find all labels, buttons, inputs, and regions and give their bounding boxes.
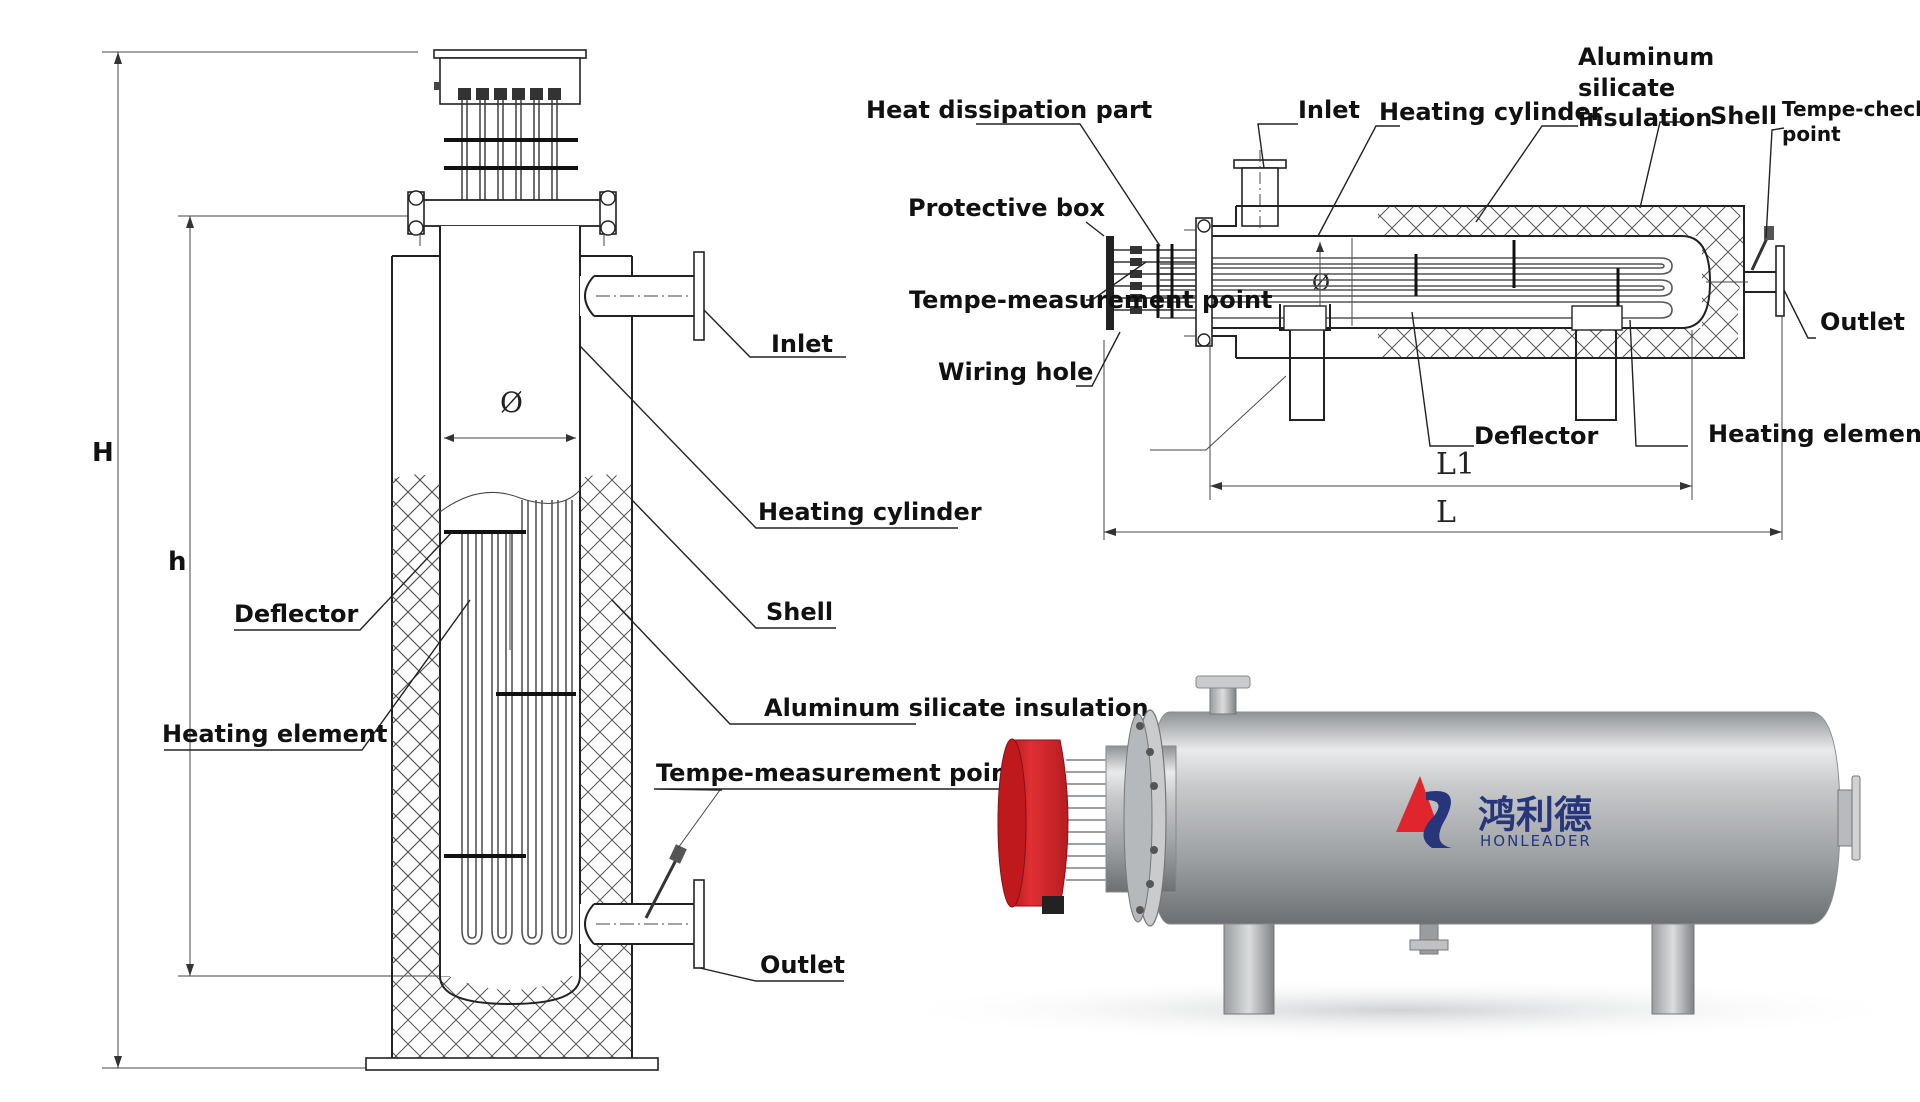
- h-label-temp-check-2: point: [1782, 122, 1841, 146]
- h-label-heating-element: Heating element: [1708, 420, 1920, 448]
- h-label-temp-point: Tempe-measurement point: [909, 286, 1273, 314]
- top-flange: [407, 190, 617, 246]
- v-label-inlet: Inlet: [771, 330, 833, 358]
- dim-H-label: H: [92, 438, 114, 468]
- v-label-shell: Shell: [766, 598, 833, 626]
- terminal-box: [433, 49, 587, 200]
- dim-h-label: h: [168, 547, 187, 577]
- vertical-heater-drawing: H h: [92, 49, 1149, 1071]
- product-leg-left: [1223, 909, 1275, 1015]
- logo-english-text: HONLEADER: [1480, 832, 1592, 850]
- logo-chinese-text: 鸿利德: [1478, 793, 1592, 837]
- v-label-insulation: Aluminum silicate insulation: [764, 694, 1149, 722]
- h-label-insulation-1: Aluminum: [1578, 43, 1714, 71]
- h-label-outlet: Outlet: [1820, 308, 1905, 336]
- dim-L-label: L: [1436, 495, 1456, 530]
- vertical-outlet-pipe: [580, 789, 721, 969]
- horizontal-dimensions: L1 L: [1103, 316, 1783, 540]
- h-label-inlet: Inlet: [1298, 96, 1360, 124]
- v-label-deflector: Deflector: [234, 600, 358, 628]
- horizontal-outlet-nozzle: [1744, 226, 1785, 317]
- v-label-heating-cylinder: Heating cylinder: [758, 498, 982, 526]
- horizontal-protective-box: [1106, 236, 1196, 330]
- horizontal-leader-lines: [976, 121, 1816, 447]
- horizontal-heater-drawing: Ø: [866, 43, 1920, 540]
- vertical-leader-lines: [164, 309, 1000, 982]
- dimension-H: H: [92, 51, 418, 1069]
- horizontal-inlet-nozzle: [1233, 150, 1287, 230]
- h-label-wiring-hole: Wiring hole: [938, 358, 1093, 386]
- horizontal-flange: [1184, 217, 1213, 347]
- dim-L1-label: L1: [1436, 447, 1475, 482]
- h-label-insulation-2: silicate: [1578, 74, 1675, 102]
- vertical-deflectors: [444, 530, 576, 858]
- h-label-insulation-3: insulation: [1578, 104, 1712, 132]
- h-label-temp-check-1: Tempe-check: [1782, 97, 1920, 121]
- product-red-cap: [997, 738, 1069, 914]
- v-label-temp-point: Tempe-measurement point: [656, 759, 1020, 787]
- product-leg-right: [1651, 909, 1695, 1015]
- honleader-logo: 鸿利德 HONLEADER: [1396, 776, 1592, 850]
- horizontal-saddles: [1279, 304, 1623, 421]
- v-label-heating-element: Heating element: [162, 720, 388, 748]
- h-label-deflector: Deflector: [1474, 422, 1598, 450]
- vertical-diameter-symbol: Ø: [500, 386, 523, 419]
- h-label-heating-cylinder: Heating cylinder: [1379, 98, 1603, 126]
- h-label-shell: Shell: [1710, 102, 1777, 130]
- h-label-protective-box: Protective box: [908, 194, 1106, 222]
- h-label-heat-dissipation: Heat dissipation part: [866, 96, 1152, 124]
- product-photo: 鸿利德 HONLEADER: [880, 675, 1920, 1042]
- v-label-outlet: Outlet: [760, 951, 845, 979]
- vertical-heating-tubes: [461, 500, 573, 945]
- vertical-inlet-pipe: [580, 251, 705, 341]
